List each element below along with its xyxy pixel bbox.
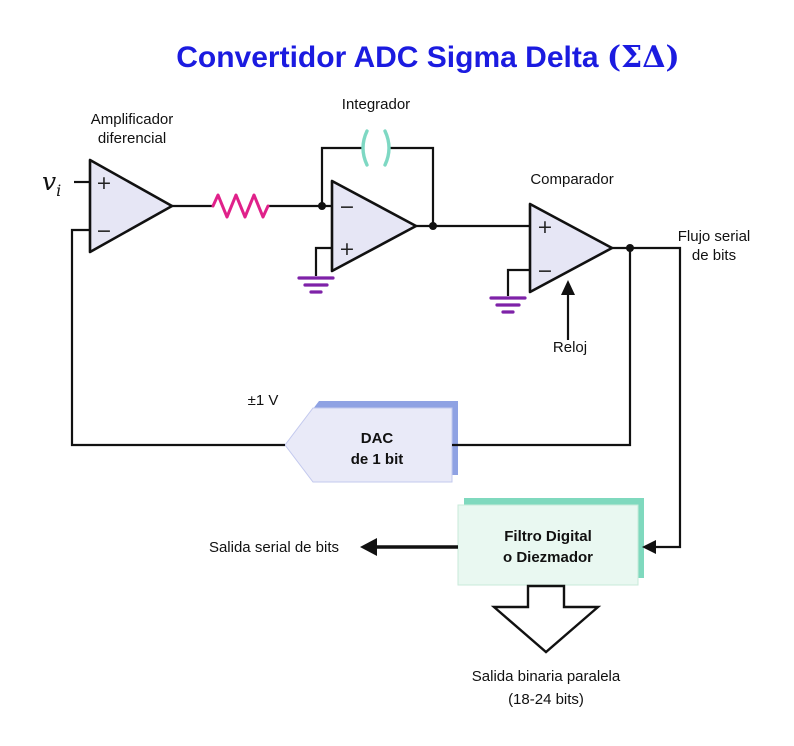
filter-block (457, 504, 639, 586)
parallel-out-label-line2: (18-24 bits) (508, 691, 584, 708)
junction-dot (318, 202, 326, 210)
ground-symbol-comparator (489, 296, 527, 314)
parallel-out-arrow (490, 584, 602, 654)
filter-label-line1: Filtro Digital (504, 528, 592, 545)
integrator-opamp (330, 179, 418, 273)
comparator-opamp (528, 202, 614, 294)
filter-label-line2: o Diezmador (503, 549, 593, 566)
clock-label: Reloj (553, 339, 587, 356)
serial-flow-label-line1: Flujo serial (678, 228, 751, 245)
junction-dot (429, 222, 437, 230)
ground-symbol-integrator (297, 276, 335, 294)
amplifier-label-line1: Amplificador (91, 111, 174, 128)
amplifier-minus-sign: − (96, 220, 112, 242)
integrator-minus-sign: − (339, 196, 355, 218)
serial-flow-label-line2: de bits (692, 247, 736, 264)
resistor-symbol (211, 193, 270, 219)
filter-in-arrowhead (642, 540, 656, 554)
integrator-label: Integrador (342, 96, 410, 113)
amplifier-label-line2: diferencial (98, 130, 166, 147)
dac-voltage-label: ±1 V (248, 392, 279, 409)
capacitor-symbol (361, 129, 391, 167)
dac-label-line2: de 1 bit (351, 451, 404, 468)
comparator-label: Comparador (530, 171, 613, 188)
clock-arrowhead (561, 280, 575, 295)
comparator-plus-sign: + (537, 216, 553, 238)
dac-label-line1: DAC (361, 430, 394, 447)
parallel-out-label-line1: Salida binaria paralela (472, 668, 621, 685)
dac-block (284, 407, 453, 483)
serial-out-arrowhead (360, 538, 377, 556)
amplifier-opamp (88, 158, 174, 254)
amplifier-plus-sign: + (96, 172, 112, 194)
integrator-plus-sign: + (339, 238, 355, 260)
junction-dot (626, 244, 634, 252)
input-voltage-label: vi (42, 167, 61, 200)
serial-out-label: Salida serial de bits (209, 539, 339, 556)
comparator-minus-sign: − (537, 260, 553, 282)
page-title: Convertidor ADC Sigma Delta (ΣΔ) (176, 40, 680, 75)
